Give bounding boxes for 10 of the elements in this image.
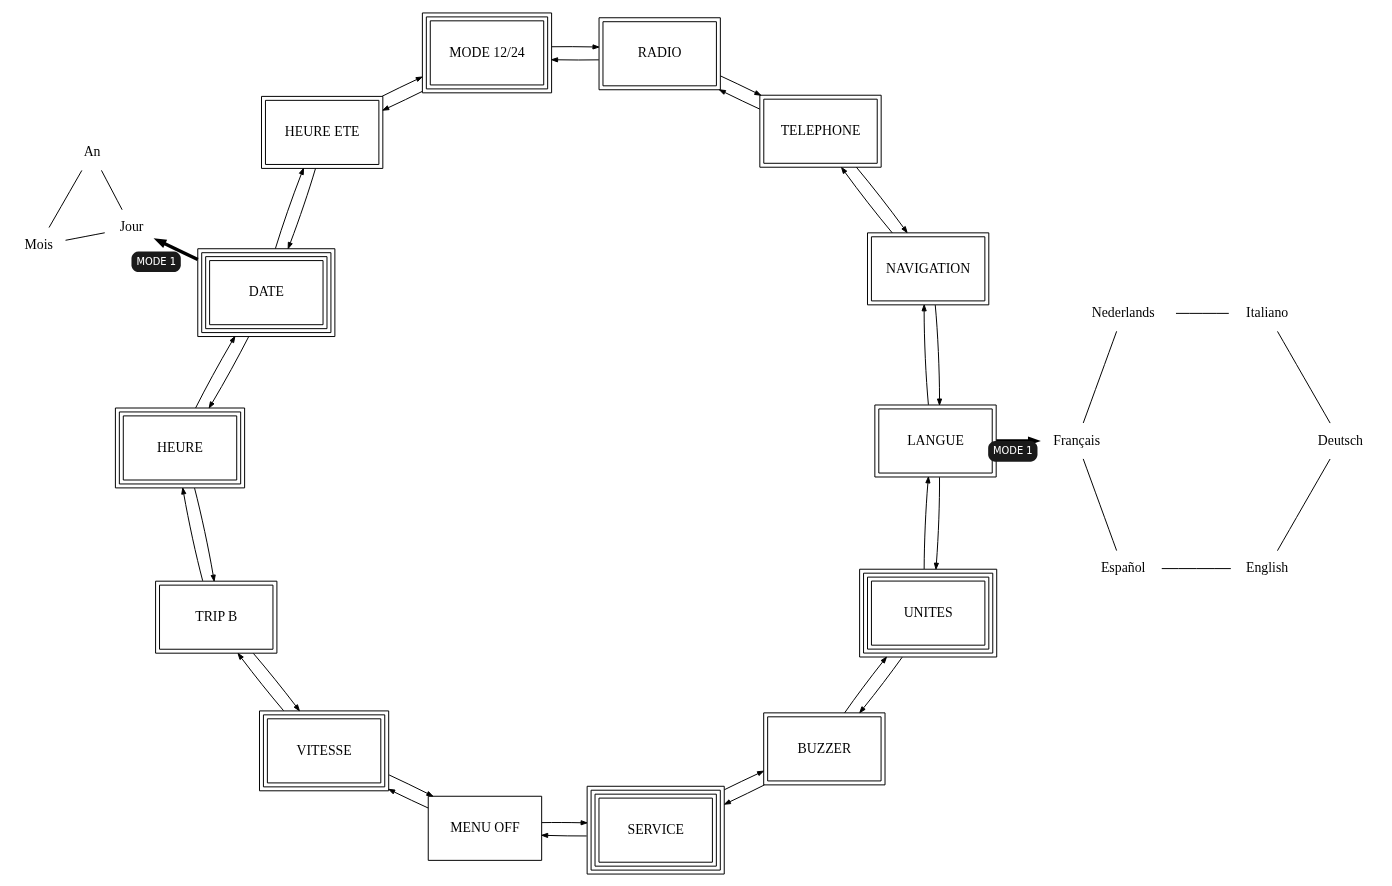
edge-label: MODE 1 bbox=[136, 255, 176, 267]
node-text: An bbox=[83, 143, 101, 159]
node-text: Español bbox=[1100, 559, 1146, 575]
node-text: Mois bbox=[24, 236, 53, 252]
node-text: Jour bbox=[119, 218, 144, 234]
node-text: Deutsch bbox=[1317, 432, 1364, 448]
node-text: English bbox=[1246, 559, 1289, 575]
node-text: Italiano bbox=[1246, 304, 1289, 320]
node-text: Nederlands bbox=[1091, 304, 1155, 320]
node-text: Français bbox=[1053, 432, 1101, 448]
